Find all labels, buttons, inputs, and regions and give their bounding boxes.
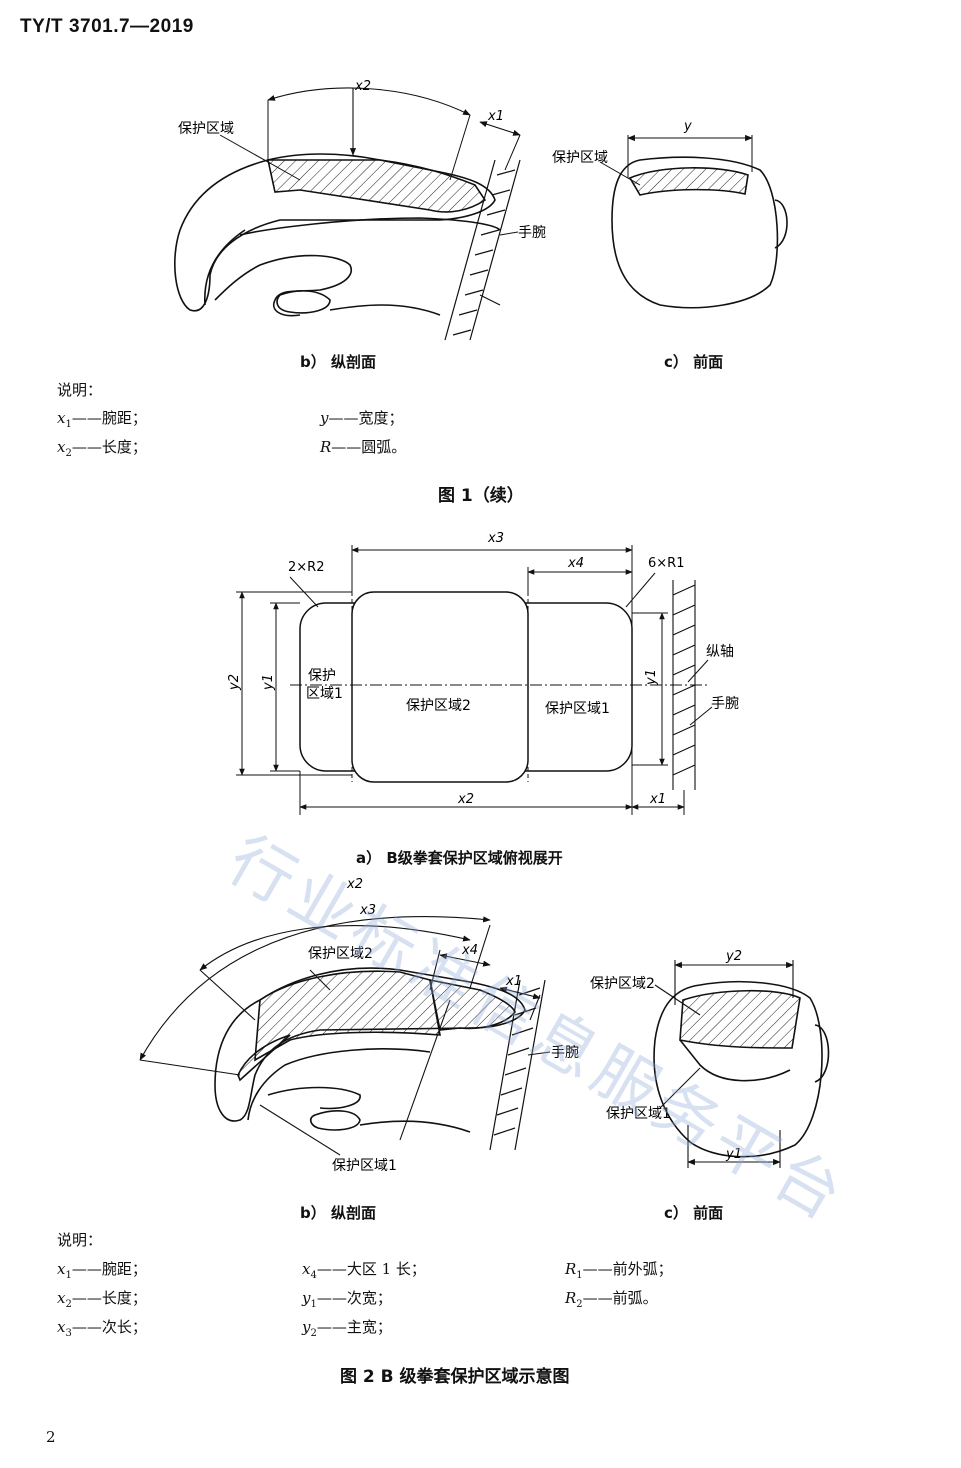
figure1-drawing: x2 x1 保护区域 手腕 y 保护区域 [174, 79, 788, 341]
figure2-caption-c: c） 前面 [664, 1204, 724, 1222]
label-zone1-left-b: 区域1 [306, 686, 343, 702]
wrist-leader [499, 231, 519, 236]
label-x4-b: x4 [461, 943, 478, 958]
wrist-hatch-a [672, 580, 696, 790]
wrist-hatch [444, 159, 521, 341]
figure2-legend-x4: x4——大区 1 长； [302, 1260, 426, 1281]
label-axis: 纵轴 [706, 644, 734, 660]
figure1-caption-b: b） 纵剖面 [300, 353, 376, 371]
figure2-title: 图 2 B 级拳套保护区域示意图 [340, 1367, 570, 1387]
figure2-legend-y2: y2——主宽； [302, 1318, 392, 1339]
label-wrist-a: 手腕 [711, 696, 739, 712]
label-six-r1: 6×R1 [648, 556, 684, 571]
label-zone1-b: 保护区域1 [332, 1158, 397, 1174]
figure1-legend-x2: x2——长度； [57, 438, 147, 459]
figure1-legend-title: 说明： [57, 381, 103, 399]
figure2-legend-r1: R1——前外弧； [565, 1260, 673, 1281]
label-wrist-b: 手腕 [551, 1045, 579, 1061]
label-x2-a: x2 [457, 792, 474, 807]
label-x1: x1 [487, 109, 504, 124]
label-x2-b: x2 [346, 877, 363, 892]
standard-code: TY/T 3701.7—2019 [20, 16, 194, 37]
figure1-caption-c: c） 前面 [664, 353, 724, 371]
label-zone1-c: 保护区域1 [606, 1106, 671, 1122]
label-x1-b: x1 [505, 974, 522, 989]
label-x3: x3 [487, 531, 504, 546]
figure2-legend-x3: x3——次长； [57, 1318, 147, 1339]
label-y2-c: y2 [725, 949, 742, 964]
figure1-title: 图 1（续） [438, 486, 524, 506]
label-zone2-c: 保护区域2 [590, 976, 655, 992]
label-y1-right: y1 [644, 669, 659, 686]
x2-dimension-arc [267, 87, 471, 116]
figure1-legend-r: R——圆弧。 [320, 438, 407, 456]
figure1-legend-x1: x1——腕距； [57, 409, 147, 430]
figure2bc-drawing: x2 x3 x4 x1 保护区域2 保护区域1 手腕 y2 y1 保护区域2 保… [139, 877, 830, 1174]
figure2-legend-title: 说明： [57, 1231, 103, 1249]
x1-dimension [479, 121, 521, 136]
label-zone2-a: 保护区域2 [406, 698, 471, 714]
label-y: y [683, 119, 692, 134]
label-zone1-left-a: 保护 [308, 668, 336, 684]
glove-profile-b [174, 153, 501, 317]
protect-leader [219, 134, 301, 181]
figure2-legend-x2: x2——长度； [57, 1289, 147, 1310]
glove-front-2c [653, 980, 830, 1158]
label-protect-area: 保护区域 [178, 121, 234, 137]
label-x2: x2 [354, 79, 371, 94]
figure2a-drawing: x3 x4 x2 x1 2×R2 6×R1 y2 y1 y1 保护 区域1 保护… [227, 531, 739, 815]
page-number: 2 [46, 1428, 56, 1446]
zone-outlines [299, 591, 633, 783]
label-x1-a: x1 [649, 792, 666, 807]
label-y1-c: y1 [725, 1147, 742, 1162]
label-x4: x4 [567, 556, 584, 571]
figure1-legend-y: y——宽度； [320, 409, 404, 427]
label-y1-left: y1 [261, 674, 276, 691]
label-y2-a: y2 [227, 674, 242, 691]
figure2-legend-x1: x1——腕距； [57, 1260, 147, 1281]
label-two-r2: 2×R2 [288, 560, 324, 575]
label-wrist: 手腕 [518, 225, 546, 241]
label-protect-area-c: 保护区域 [552, 150, 608, 166]
figure2-caption-b: b） 纵剖面 [300, 1204, 376, 1222]
label-zone2-b: 保护区域2 [308, 946, 373, 962]
figure2-caption-a: a） B级拳套保护区域俯视展开 [356, 849, 563, 867]
glove-front-c [611, 156, 788, 309]
figure2-legend-r2: R2——前弧。 [565, 1289, 658, 1310]
label-x3-b: x3 [359, 903, 376, 918]
label-zone1-right-a: 保护区域1 [545, 701, 610, 717]
figure2-legend-y1: y1——次宽； [302, 1289, 392, 1310]
